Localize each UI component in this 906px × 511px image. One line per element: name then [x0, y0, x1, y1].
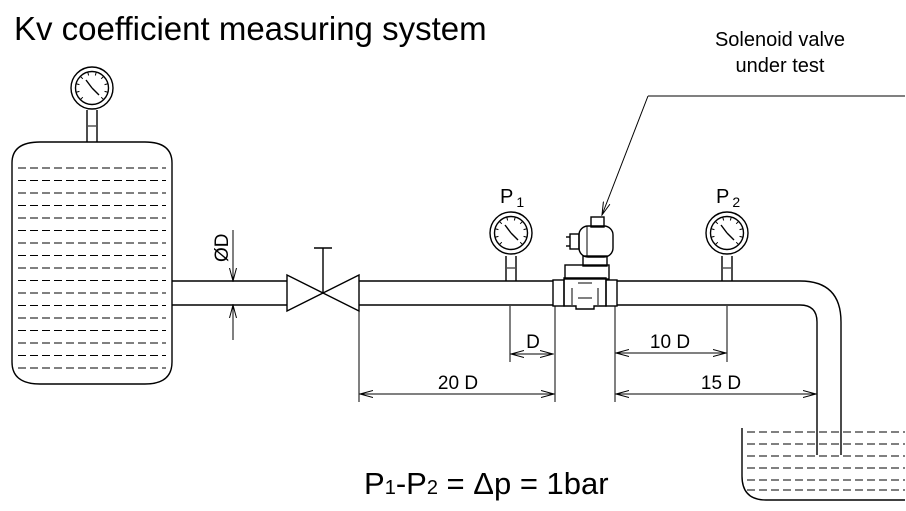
gauge-tick	[100, 96, 104, 100]
collection-bucket	[741, 428, 905, 501]
p1-gauge	[489, 211, 533, 281]
gauge-tick	[495, 228, 499, 231]
diagram-title: Kv coefficient measuring system	[14, 10, 487, 47]
tank-liquid-lines	[18, 167, 166, 369]
pressure-formula: P1-P2 = Δp = 1bar	[364, 466, 609, 501]
gauge-tick	[495, 235, 499, 238]
gauge-tick	[735, 221, 739, 225]
gauge-tick	[523, 235, 527, 238]
solenoid-valve	[552, 216, 618, 310]
p2-gauge	[705, 211, 749, 281]
dimension-20d: 20 D	[358, 306, 556, 402]
gauge-ticks	[495, 217, 527, 245]
gauge-ticks	[76, 72, 108, 100]
gauge-tick	[506, 217, 509, 221]
gauge-tick	[94, 72, 97, 76]
inlet-pipe	[172, 280, 287, 306]
bucket-liquid-lines	[747, 431, 905, 491]
gauge-tick	[729, 217, 732, 221]
tank-pressure-gauge	[70, 66, 114, 142]
dimension-15d: 15 D	[616, 373, 816, 394]
gauge-tick	[104, 83, 108, 86]
gauge-tick	[715, 241, 719, 245]
dimension-15d-label: 15 D	[701, 373, 741, 394]
dimension-10d-label: 10 D	[650, 332, 690, 353]
callout-label-line1: Solenoid valve	[715, 29, 845, 51]
diameter-dimension: ØD	[212, 230, 233, 340]
gauge-tick	[739, 235, 743, 238]
upstream-pipe	[359, 280, 553, 306]
dimension-10d: 10 D	[614, 306, 728, 402]
gauge-tick	[711, 228, 715, 231]
shutoff-valve	[286, 247, 360, 313]
gauge-tick	[722, 217, 725, 221]
gauge-tick	[80, 96, 84, 100]
gauge-tick	[513, 217, 516, 221]
gauge-tick	[499, 221, 503, 225]
gauge-tick	[519, 241, 523, 245]
gauge-tick	[715, 221, 719, 225]
gauge-tick	[76, 83, 80, 86]
gauge-tick	[80, 76, 84, 80]
gauge-tick	[711, 235, 715, 238]
dimension-20d-label: 20 D	[438, 373, 478, 394]
callout-label-line2: under test	[736, 55, 825, 77]
gauge-tick	[523, 228, 527, 231]
gauge-tick	[499, 241, 503, 245]
diameter-label: ØD	[212, 234, 233, 263]
callout-leader	[602, 95, 905, 215]
gauge-tick	[739, 228, 743, 231]
gauge-tick	[735, 241, 739, 245]
dimension-d-label: D	[526, 332, 540, 353]
gauge-ticks	[711, 217, 743, 245]
gauge-tick	[519, 221, 523, 225]
dimension-d: D	[509, 306, 553, 362]
downstream-pipe	[617, 280, 842, 455]
gauge-tick	[76, 90, 80, 93]
supply-tank	[11, 141, 173, 385]
gauge-tick	[104, 90, 108, 93]
gauge-tick	[100, 76, 104, 80]
gauge-tick	[87, 72, 90, 76]
